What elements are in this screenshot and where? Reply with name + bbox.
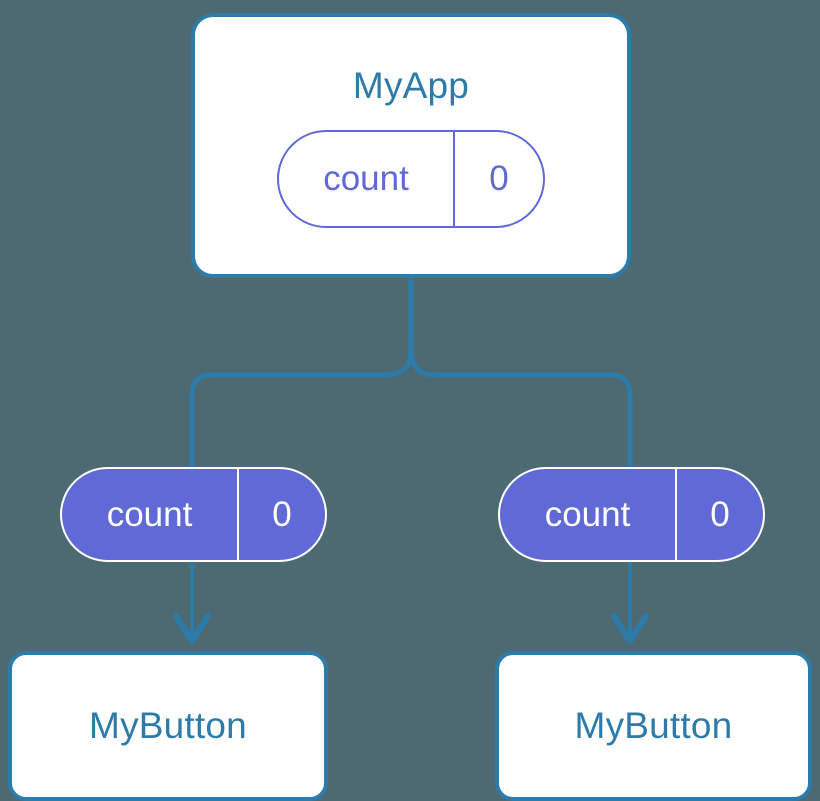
state-pill-child-1-value: 0 — [675, 469, 763, 560]
component-title-mybutton-left: MyButton — [89, 705, 247, 746]
state-pill-child-1-key: count — [544, 494, 631, 534]
component-title-mybutton-right: MyButton — [574, 705, 733, 746]
state-pill-child-0[interactable]: count 0 — [60, 467, 327, 562]
arrow-down-icon-right — [611, 613, 649, 644]
state-pill-child-0-key: count — [106, 494, 193, 534]
component-title-myapp: MyApp — [352, 65, 470, 106]
component-card-mybutton-left[interactable]: MyButton — [8, 651, 328, 801]
diagram-canvas: MyApp count 0 count 0 MyButton count 0 M… — [8, 13, 812, 801]
component-card-mybutton-right[interactable]: MyButton — [495, 651, 812, 801]
state-pill-root-key: count — [323, 159, 409, 198]
state-pill-child-0-value: 0 — [237, 469, 325, 560]
wire-branch-right — [408, 347, 633, 470]
state-pill-child-1[interactable]: count 0 — [498, 467, 765, 562]
state-pill-root-value: 0 — [453, 132, 543, 226]
arrow-down-icon-left — [173, 613, 211, 644]
state-pill-root[interactable]: count 0 — [277, 130, 545, 228]
wire-branch-left — [189, 347, 414, 470]
